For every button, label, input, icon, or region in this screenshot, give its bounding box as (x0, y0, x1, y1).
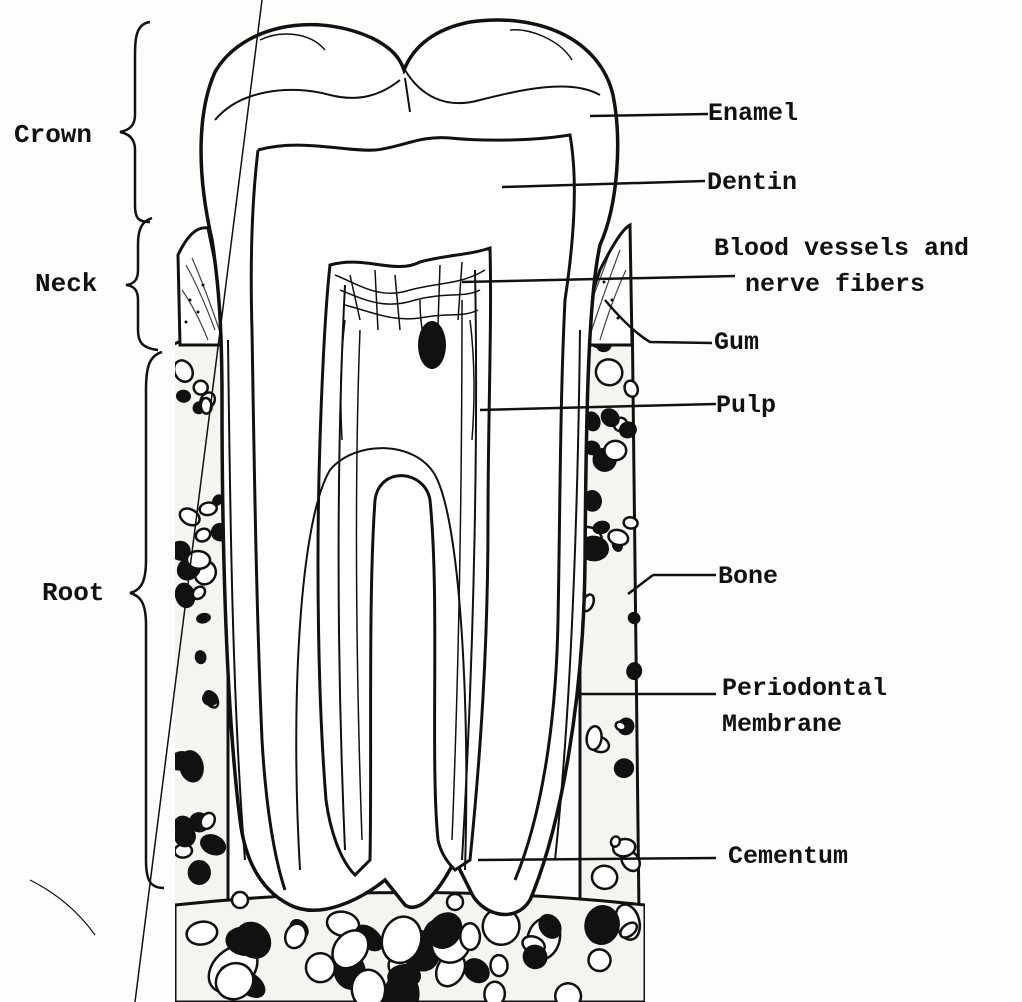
gum-label: Gum (714, 324, 759, 362)
bone-label: Bone (718, 558, 778, 596)
root-label: Root (42, 574, 104, 612)
enamel-label: Enamel (708, 95, 798, 133)
cementum-label: Cementum (728, 838, 848, 876)
region-braces (120, 22, 164, 888)
periodontal-label-line1: Periodontal (722, 670, 887, 708)
crown-label: Crown (14, 116, 92, 154)
bone-cell (623, 516, 639, 529)
bone-cell (195, 651, 206, 664)
bone-cell (490, 955, 508, 977)
bone-cell (604, 441, 626, 461)
blood-vessels-label-line1: Blood vessels and (714, 230, 969, 268)
pulp-label: Pulp (716, 387, 776, 425)
bone-cell (626, 662, 642, 679)
blood-vessels-label-line2: nerve fibers (745, 266, 925, 304)
bone-cell (192, 379, 209, 395)
bone-cell (189, 861, 210, 883)
nerve-bundle (418, 321, 446, 369)
tooth (201, 20, 618, 914)
bone-cell (177, 390, 190, 402)
bone-cell (388, 964, 421, 989)
bone-cell (197, 613, 211, 623)
bone-cell (460, 923, 481, 950)
neck-label: Neck (35, 265, 97, 303)
dentin-label: Dentin (707, 164, 797, 202)
periodontal-label-line2: Membrane (722, 706, 842, 744)
crown-brace (120, 22, 150, 222)
neck-brace (126, 218, 158, 350)
